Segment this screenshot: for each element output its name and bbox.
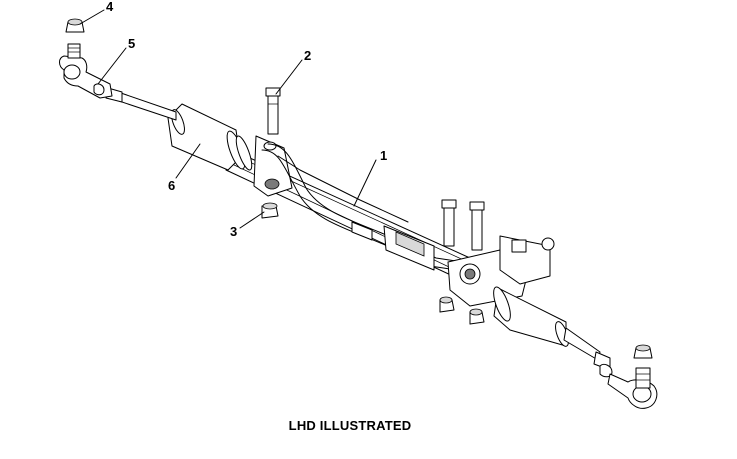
left-mounting-bracket: [253, 135, 293, 197]
valve-bolts: [441, 199, 485, 251]
callout-3: 3: [230, 224, 237, 239]
callout-4: 4: [106, 0, 114, 14]
callout-6: 6: [168, 178, 175, 193]
right-castle-nut: [633, 344, 653, 359]
lower-nuts: [439, 296, 485, 325]
right-tie-rod-end: [599, 363, 658, 409]
mounting-bolt: [265, 87, 281, 135]
valve-body: [383, 225, 555, 307]
right-inner-tie-rod: [563, 327, 611, 371]
callout-5: 5: [128, 36, 135, 51]
left-inner-tie-rod: [105, 87, 177, 121]
right-bellows-boot: [493, 286, 569, 347]
hydraulic-lines: [261, 143, 507, 273]
flange-nut: [261, 202, 279, 219]
left-bellows-boot: [167, 103, 253, 171]
left-tie-rod-end: [59, 43, 113, 99]
pipe-clip: [351, 221, 373, 241]
callout-2: 2: [304, 48, 311, 63]
callout-1: 1: [380, 148, 387, 163]
leader-lines: [79, 9, 377, 229]
left-castle-nut: [65, 18, 85, 33]
diagram-caption: LHD ILLUSTRATED: [288, 418, 412, 433]
